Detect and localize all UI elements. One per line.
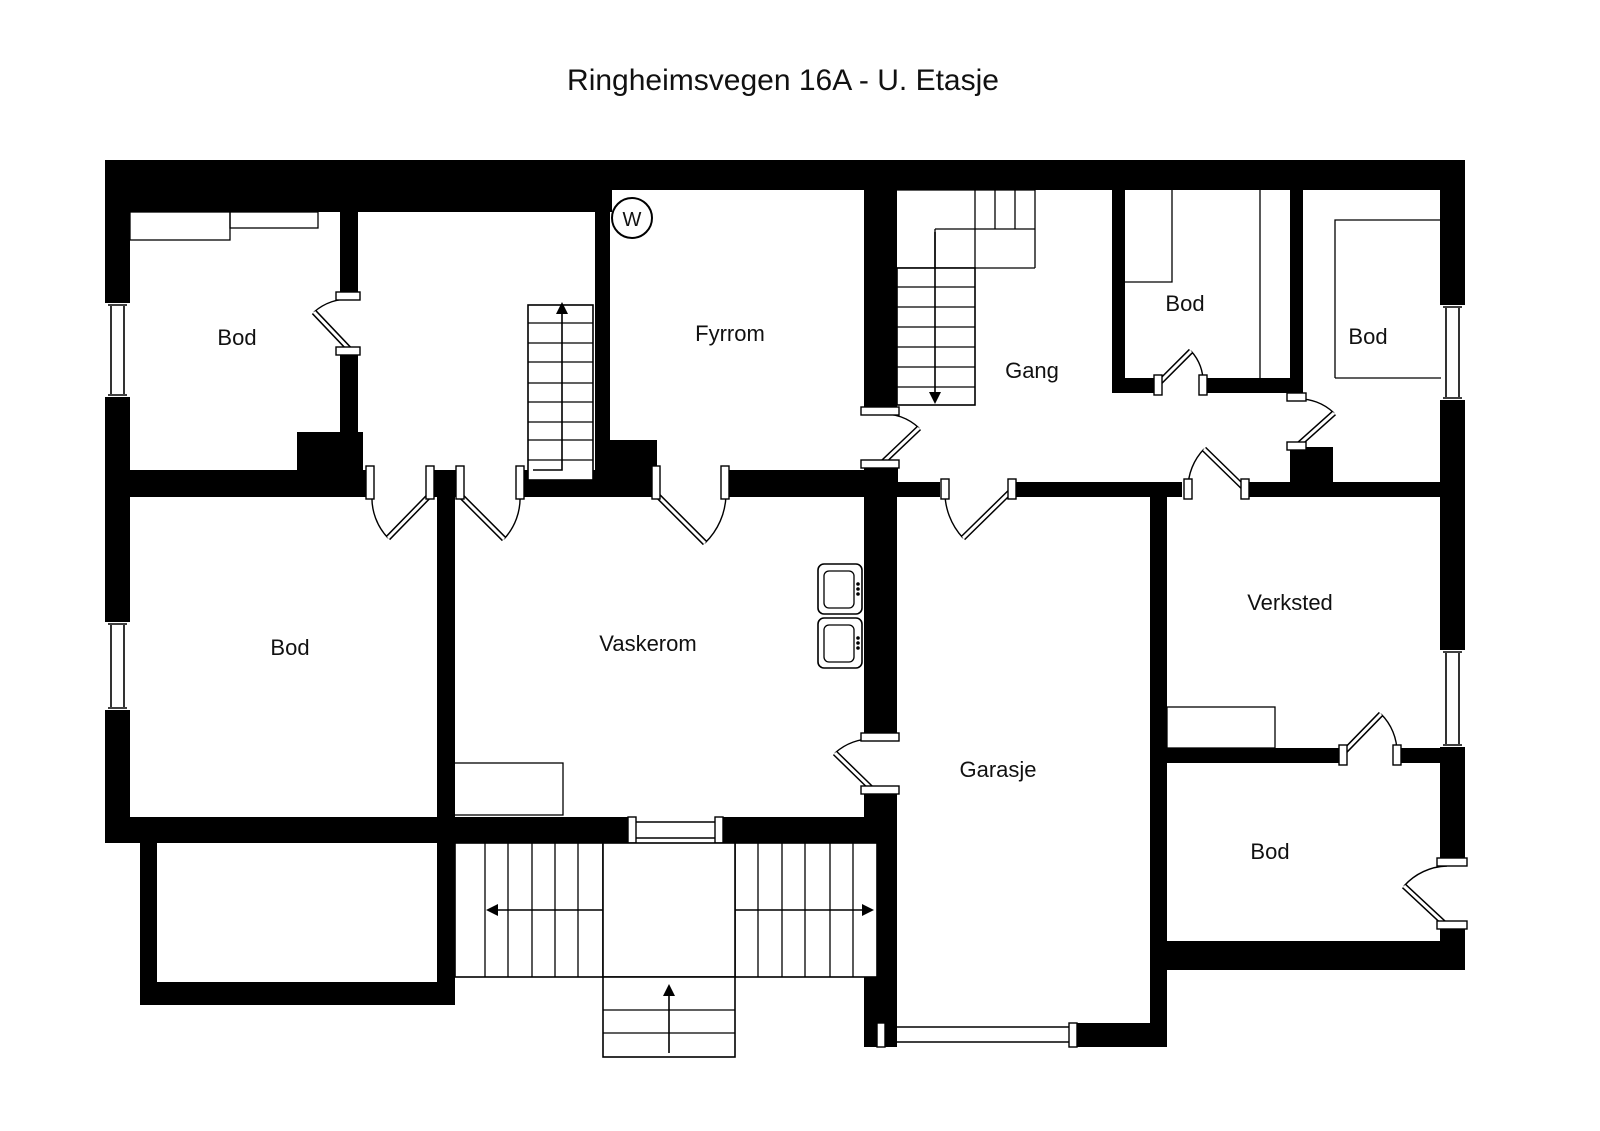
- door-verksted-to-bod-bottom: [1338, 711, 1402, 766]
- door-fyrrom-to-vaskerom: [651, 465, 730, 546]
- door-bod-top-left: [311, 291, 361, 356]
- page-title: Ringheimsvegen 16A - U. Etasje: [567, 64, 999, 97]
- window-left-bottom: [103, 622, 132, 710]
- room-labels: Bod Fyrrom Gang Bod Bod Bod Vaskerom Ver…: [217, 291, 1387, 864]
- sink-top: [817, 563, 863, 615]
- walls: [105, 160, 1465, 1047]
- water-heater-symbol: W: [611, 197, 653, 239]
- door-vaskerom-to-garasje: [832, 732, 900, 795]
- doors: [311, 291, 1468, 930]
- sink-bottom: [817, 617, 863, 669]
- verksted-workbench: [1166, 706, 1276, 749]
- label-verksted: Verksted: [1247, 590, 1333, 615]
- shelf-bod-top-right: [1334, 219, 1441, 379]
- interior-stairs-small: [527, 302, 594, 481]
- label-bod-bottom-right: Bod: [1250, 839, 1289, 864]
- label-vaskerom: Vaskerom: [599, 631, 696, 656]
- window-vaskerom-south: [627, 815, 724, 845]
- door-gang-to-bod-mid-right: [1153, 348, 1208, 396]
- door-corridor-to-bod-mid-left: [365, 465, 435, 541]
- window-right-top: [1438, 305, 1467, 400]
- door-bod-bottom-right-exterior: [1401, 857, 1468, 930]
- label-gang: Gang: [1005, 358, 1059, 383]
- water-heater-letter: W: [623, 209, 642, 231]
- garage-door: [876, 1022, 1078, 1048]
- door-gang-to-verksted: [1183, 446, 1250, 500]
- window-left-top: [103, 303, 132, 397]
- label-fyrrom: Fyrrom: [695, 321, 765, 346]
- fixtures: W: [129, 190, 1441, 816]
- window-right-verksted: [1438, 650, 1467, 747]
- label-bod-mid-left: Bod: [270, 635, 309, 660]
- label-garasje: Garasje: [959, 757, 1036, 782]
- vaskerom-bench: [449, 762, 564, 816]
- door-corridor-to-vaskerom: [455, 465, 525, 542]
- winder-staircase: [896, 189, 1036, 406]
- label-bod-top-left: Bod: [217, 325, 256, 350]
- exterior-stairs: [454, 842, 878, 1058]
- shelf-bod-top-left: [129, 211, 319, 241]
- label-bod-top-right: Bod: [1348, 324, 1387, 349]
- door-gang-to-garasje: [940, 478, 1017, 541]
- windows: [103, 303, 1467, 1048]
- shelf-bod-mid-right: [1125, 190, 1261, 378]
- label-bod-mid-right: Bod: [1165, 291, 1204, 316]
- door-fyrrom-to-gang: [860, 406, 922, 469]
- door-gang-to-bod-top-right: [1286, 392, 1337, 451]
